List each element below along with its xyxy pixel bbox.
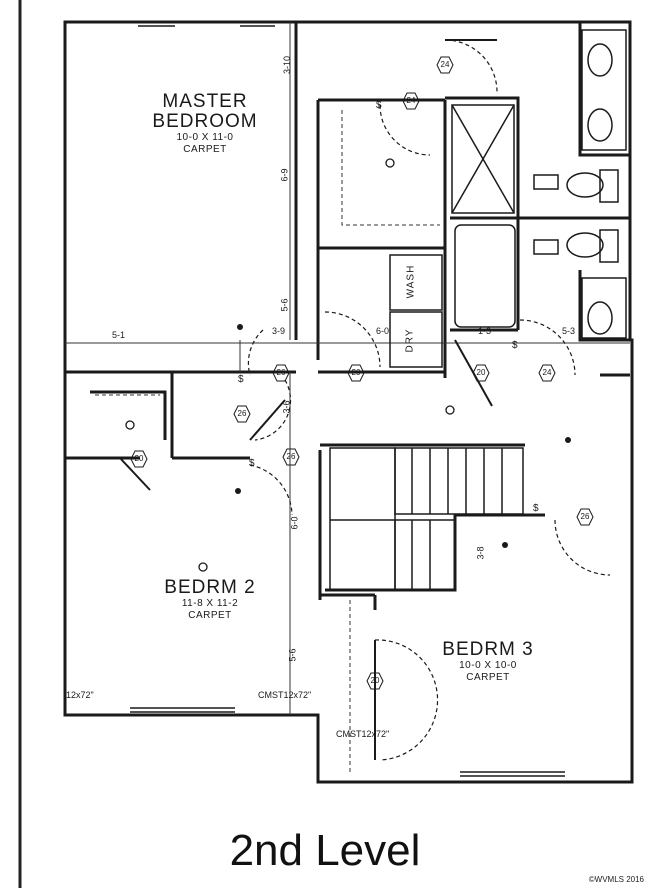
door-tag-value: 26 [580, 512, 590, 521]
stairs [329, 447, 524, 591]
bedroom-2-floor: CARPET [188, 610, 232, 621]
switch-symbol: $ [238, 374, 244, 385]
door-tag-value: 26 [276, 368, 286, 377]
door-swings [247, 39, 611, 761]
washer-label: WASH [405, 264, 417, 299]
door-tag-value: 24 [440, 60, 450, 69]
switch-symbol: $ [533, 503, 539, 514]
door-tag-value: 26 [237, 409, 247, 418]
bedroom-2-dims: 11-8 X 11-2 [181, 598, 239, 609]
outer-wall [63, 20, 634, 784]
switch-symbol: $ [512, 340, 518, 351]
door-tag-value: 20 [351, 368, 361, 377]
dimension-label: 6-0 [289, 516, 300, 530]
door-tag: 20 [347, 364, 365, 382]
light-fixtures [125, 158, 455, 572]
door-leaves [119, 39, 497, 760]
door-tag-value: 24 [542, 368, 552, 377]
door-tag: 24 [402, 92, 420, 110]
dimension-label: 5-1 [112, 330, 126, 340]
door-tag-value: 20 [134, 454, 144, 463]
door-tag: 24 [538, 364, 556, 382]
window-label: 12x72" [66, 690, 94, 700]
master-bedroom-floor: CARPET [183, 144, 227, 155]
watermark: ©WVMLS 2016 [588, 875, 644, 884]
level-title: 2nd Level [229, 826, 421, 875]
window-label: CMST12x72" [336, 729, 390, 739]
windows [130, 25, 565, 777]
door-tag: 26 [272, 364, 290, 382]
dimension-label: 3-10 [282, 55, 293, 75]
door-tag-value: 26 [286, 452, 296, 461]
bedroom-3-floor: CARPET [466, 672, 510, 683]
window-label: CMST12x72" [258, 690, 312, 700]
door-tag-value: 24 [406, 96, 416, 105]
walls [63, 20, 634, 784]
dimension-label: 5-6 [279, 298, 290, 312]
dimension-label: 3-9 [272, 326, 286, 336]
dimension-label: 5-3 [562, 326, 576, 336]
master-bedroom-title-1: MASTER [162, 91, 248, 112]
outlets [235, 324, 571, 548]
dimension-label: 3-8 [475, 546, 486, 560]
master-bedroom-title-2: BEDROOM [152, 111, 258, 132]
door-tag: 26 [576, 508, 594, 526]
door-tag: 20 [472, 364, 490, 382]
dimension-label: 1-3 [478, 326, 492, 336]
door-tag: 26 [282, 448, 300, 466]
dimension-label: 5-6 [287, 648, 298, 662]
bedroom-3-title: BEDRM 3 [442, 639, 534, 660]
door-tag: 26 [233, 405, 251, 423]
switch-symbol: $ [249, 458, 255, 469]
door-tag: 24 [436, 56, 454, 74]
master-bedroom-label: MASTER BEDROOM 10-0 X 11-0 CARPET [130, 92, 280, 156]
bedroom-3-label: BEDRM 3 10-0 X 10-0 CARPET [418, 640, 558, 684]
door-tag-value: 20 [370, 676, 380, 685]
dryer-label: DRY [404, 328, 416, 353]
bedroom-2-label: BEDRM 2 11-8 X 11-2 CARPET [140, 578, 280, 622]
dimension-label: 6-9 [279, 168, 290, 182]
bedroom-2-title: BEDRM 2 [164, 577, 256, 598]
closet-shelves [95, 110, 440, 775]
door-tag-value: 20 [476, 368, 486, 377]
dimension-label: 3-6 [281, 400, 292, 414]
switch-symbol: $ [376, 100, 382, 111]
bath-fixtures [389, 29, 627, 368]
door-tag: 20 [366, 672, 384, 690]
door-tag: 20 [130, 450, 148, 468]
dimension-label: 6-0 [376, 326, 390, 336]
bedroom-3-dims: 10-0 X 10-0 [459, 660, 517, 671]
dimension-lines [65, 22, 630, 715]
master-bedroom-dims: 10-0 X 11-0 [176, 132, 234, 143]
